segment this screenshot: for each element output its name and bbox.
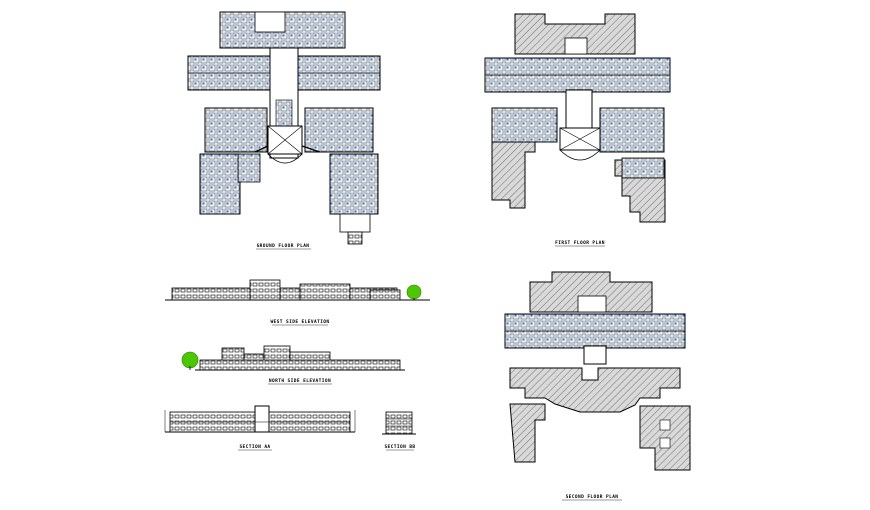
- second-floor-plan: SECOND FLOOR PLAN: [504, 271, 691, 501]
- ground-floor-plan: GROUND FLOOR PLAN: [187, 11, 381, 250]
- section-bb-label: SECTION BB: [384, 444, 415, 450]
- section-aa: SECTION AA: [164, 405, 356, 451]
- section-aa-label: SECTION AA: [239, 444, 270, 450]
- tree-icon: [406, 284, 422, 300]
- first-floor-plan: FIRST FLOOR PLAN: [484, 13, 671, 247]
- north-side-elevation: NORTH SIDE ELEVATION: [181, 345, 405, 385]
- west-side-elevation: WEST SIDE ELEVATION: [165, 279, 430, 326]
- ground-floor-label: GROUND FLOOR PLAN: [257, 243, 310, 249]
- section-bb: SECTION BB: [382, 411, 416, 451]
- tree-icon: [181, 351, 199, 369]
- north-elevation-label: NORTH SIDE ELEVATION: [269, 378, 331, 384]
- first-floor-label: FIRST FLOOR PLAN: [555, 240, 605, 246]
- second-floor-label: SECOND FLOOR PLAN: [566, 494, 619, 500]
- west-elevation-label: WEST SIDE ELEVATION: [270, 319, 329, 325]
